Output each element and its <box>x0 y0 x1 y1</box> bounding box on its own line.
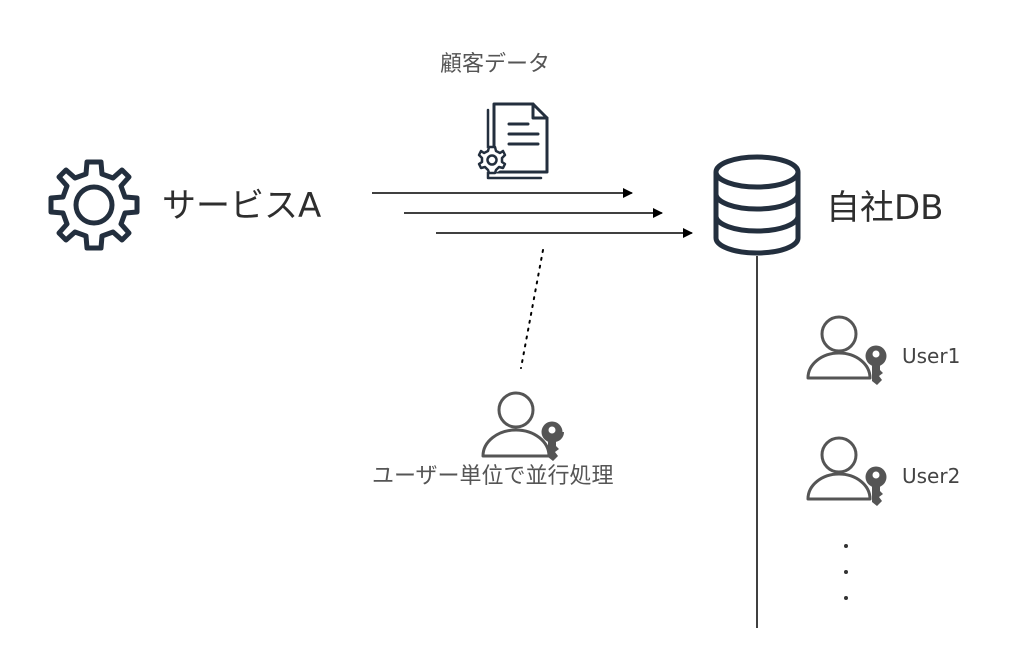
customer-data-label: 顧客データ <box>440 52 551 77</box>
vertical-ellipsis <box>844 544 848 600</box>
document-gear-icon <box>477 102 549 180</box>
user-key-icon <box>481 391 564 461</box>
service-a-label: サービスA <box>162 186 322 226</box>
parallel-processing-label: ユーザー単位で並行処理 <box>372 464 614 489</box>
database-label: 自社DB <box>826 188 944 228</box>
gear-icon <box>48 159 140 251</box>
user2-label: User2 <box>902 464 961 488</box>
dotted-connector <box>520 249 544 369</box>
database-icon <box>713 154 801 256</box>
user-key-icon <box>806 436 887 506</box>
user1-label: User1 <box>902 344 961 368</box>
user-key-icon <box>806 315 887 385</box>
